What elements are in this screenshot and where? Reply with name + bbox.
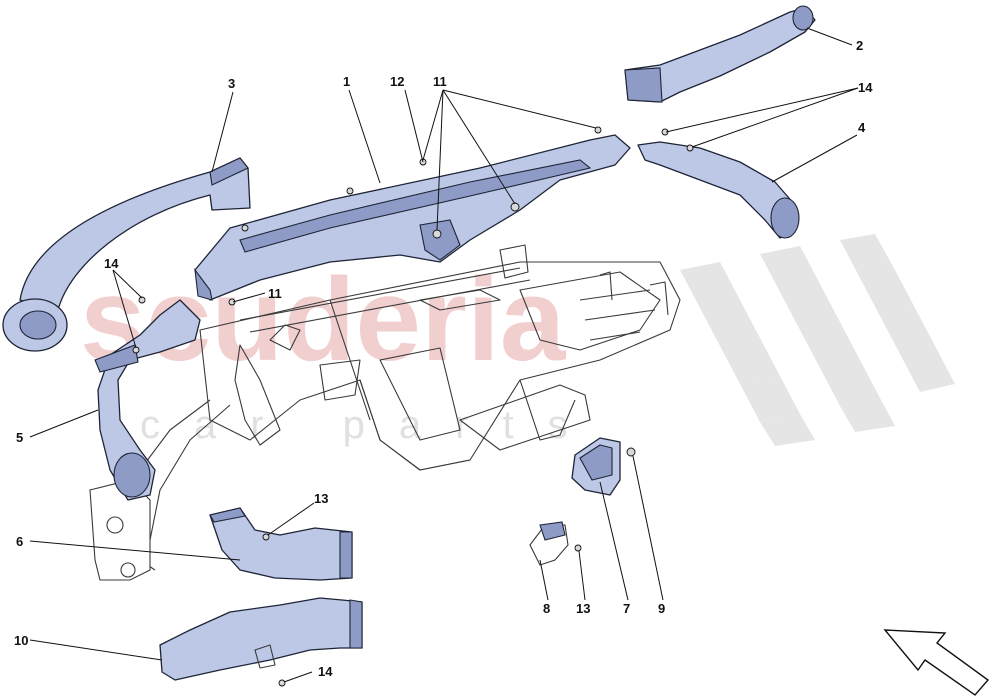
callout-14-bottom: 14: [318, 664, 333, 679]
callout-14-top: 14: [858, 80, 873, 95]
callout-5: 5: [16, 430, 23, 445]
callout-11-top: 11: [433, 74, 447, 89]
callout-10: 10: [14, 633, 28, 648]
callout-2: 2: [856, 38, 863, 53]
callout-8: 8: [543, 601, 550, 616]
callout-14-left: 14: [104, 256, 119, 271]
callout-6: 6: [16, 534, 23, 549]
callout-4: 4: [858, 120, 866, 135]
part-6-lower-duct: [209, 507, 353, 581]
checkered-flag-watermark: [680, 234, 955, 446]
direction-arrow-icon: [883, 629, 990, 696]
callout-12: 12: [390, 74, 404, 89]
dashboard-frame: [89, 244, 681, 581]
watermark-subtext: car parts: [140, 403, 602, 447]
callout-1: 1: [343, 74, 350, 89]
callout-3: 3: [228, 76, 235, 91]
leader-lines: [29, 27, 859, 683]
part-10-bottom-duct: [159, 597, 363, 681]
callout-13-right: 13: [576, 601, 590, 616]
part-5-left-vertical-duct: [94, 299, 201, 501]
part-8-small-connector: [529, 521, 569, 566]
part-1-main-duct: [194, 134, 631, 301]
part-4-right-duct: [637, 141, 800, 239]
part-3-left-curved-duct: [2, 157, 251, 352]
callout-11-mid: 11: [268, 286, 282, 301]
part-7-vent-nozzle: [571, 437, 621, 496]
part-2-upper-duct: [624, 5, 816, 103]
callout-9: 9: [658, 601, 665, 616]
fasteners: [132, 126, 694, 687]
callout-13-left: 13: [314, 491, 328, 506]
callout-7: 7: [623, 601, 630, 616]
watermark-text: scuderia: [80, 254, 567, 386]
callout-labels: 1 2 3 4 5 6 7 8 9 10 11 11 12 13 13 14 1…: [14, 38, 873, 679]
